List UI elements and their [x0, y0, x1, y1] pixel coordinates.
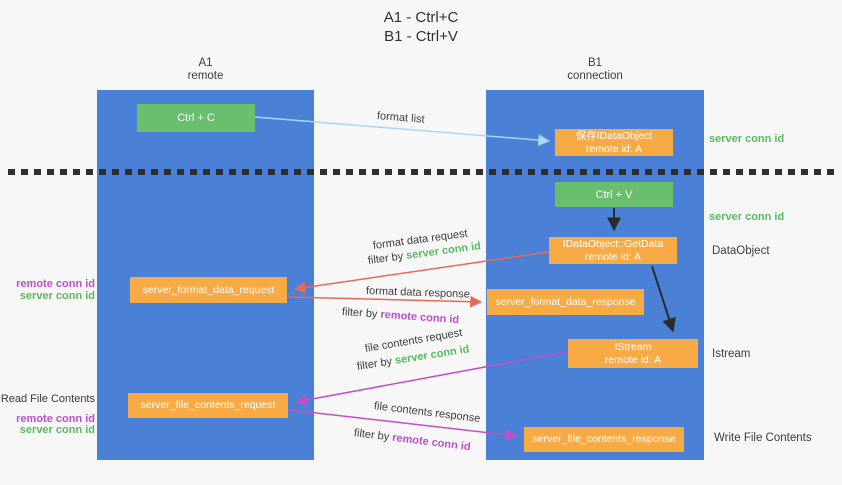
file-request-label: server_file_contents_request [140, 399, 276, 412]
diagram-title: A1 - Ctrl+C B1 - Ctrl+V [0, 8, 842, 46]
ctrl-v-label: Ctrl + V [595, 188, 633, 201]
lane-b1-subtitle: connection [567, 70, 623, 82]
remote-conn-id-left-bottom: remote conn id [16, 412, 95, 425]
istream-line2: remote id: A [604, 353, 662, 366]
filter-by-text: filter by [356, 355, 393, 373]
node-idataobject-getdata: IDataObject::GetData remote id: A [549, 237, 677, 264]
remote-conn-id-filter-2: remote conn id [391, 431, 472, 454]
node-server-format-data-response: server_format_data_response [487, 289, 644, 315]
node-istream: IStream remote id: A [568, 339, 698, 368]
lane-a1-subtitle: remote [187, 70, 224, 82]
node-ctrl-v: Ctrl + V [555, 182, 673, 207]
save-idataobject-line2: remote id: A [585, 142, 643, 155]
node-ctrl-c: Ctrl + C [137, 104, 255, 132]
filter-by-remote-conn-id-1: filter by remote conn id [342, 306, 460, 326]
format-data-response-label: format data response [365, 285, 471, 301]
filter-by-text: filter by [367, 250, 404, 267]
server-conn-id-top-right: server conn id [709, 133, 785, 145]
title-line-2: B1 - Ctrl+V [384, 28, 458, 45]
filter-by-text: filter by [353, 427, 390, 444]
istream-line1: IStream [614, 341, 652, 353]
node-server-file-contents-response: server_file_contents_response [524, 427, 684, 452]
lane-b1-name: B1 [587, 57, 603, 69]
dotted-separator [8, 169, 834, 175]
lane-header-a1: A1 remote [97, 57, 314, 83]
server-conn-id-left-top: server conn id [19, 289, 95, 302]
file-contents-response-label: file contents response [373, 400, 481, 425]
remote-conn-id-filter-1: remote conn id [380, 308, 460, 327]
format-list-label: format list [376, 110, 426, 126]
node-server-file-contents-request: server_file_contents_request [128, 393, 288, 418]
save-idataobject-line1: 保存IDataObject [575, 130, 653, 142]
lane-header-b1: B1 connection [486, 57, 704, 83]
node-server-format-data-request: server_format_data_request [130, 277, 287, 303]
getdata-line2: remote id: A [584, 250, 642, 263]
filter-by-text: filter by [341, 306, 378, 321]
getdata-line1: IDataObject::GetData [562, 238, 664, 250]
filter-by-remote-conn-id-2: filter by remote conn id [353, 427, 471, 453]
lane-a1-name: A1 [198, 57, 213, 69]
ctrl-c-label: Ctrl + C [177, 112, 215, 124]
dataobject-label: DataObject [712, 245, 770, 257]
istream-side-label: Istream [712, 348, 751, 360]
server-conn-id-left-bottom: server conn id [19, 424, 95, 436]
remote-conn-id-left-top: remote conn id [16, 278, 95, 290]
read-file-contents-label: Read File Contents [0, 393, 95, 405]
conn-ids-left-top: remote conn id server conn id [10, 278, 95, 302]
file-response-label: server_file_contents_response [532, 433, 676, 446]
server-conn-id-mid-right: server conn id [709, 211, 785, 223]
format-response-label: server_format_data_response [495, 295, 636, 308]
read-file-contents-group: Read File Contents remote conn id server… [0, 393, 95, 437]
node-save-idataobject: 保存IDataObject remote id: A [555, 129, 673, 156]
write-file-contents-label: Write File Contents [714, 432, 812, 444]
title-line-1: A1 - Ctrl+C [383, 9, 459, 26]
format-request-label: server_format_data_request [142, 283, 275, 296]
